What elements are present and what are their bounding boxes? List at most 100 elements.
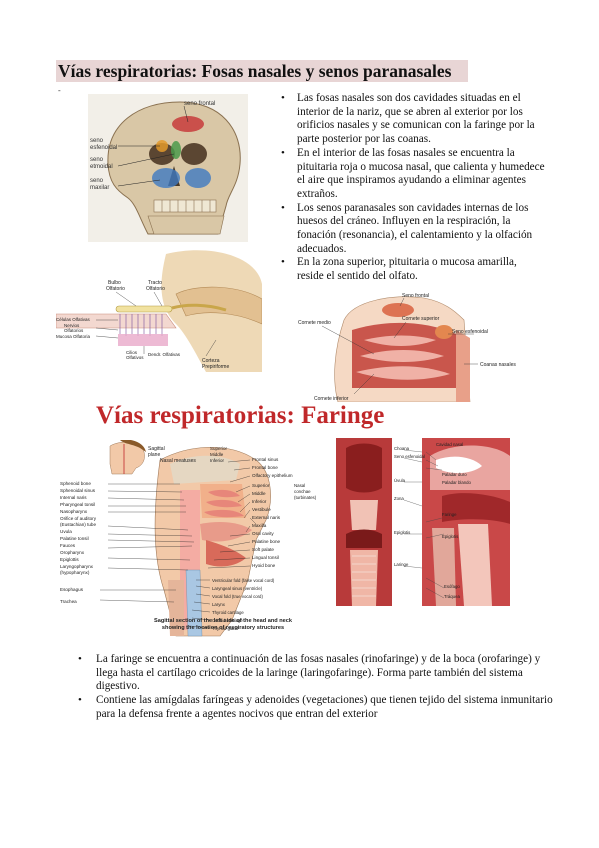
label-plane: plane <box>148 452 160 458</box>
sagittal-caption-line-2: showing the location of respiratory stru… <box>161 625 285 631</box>
label-laryngopharynx: Laryngopharynx <box>60 564 94 569</box>
label-olfatorios: Olfatorios <box>64 328 84 333</box>
label-vocal-fold: Vocal fold (true vocal cord) <box>212 594 263 599</box>
label-cricoid-cartilage: Cricoid cartilage <box>212 618 243 623</box>
label-bulbo-1: Bulbo <box>108 280 121 286</box>
label-seno-etmoidal-2: etmoidal <box>90 164 113 170</box>
sagittal-section-figure: Sagittal plane Nasal meatuses Superior M… <box>60 440 328 640</box>
label-tracto-1: Tracto <box>148 280 162 286</box>
label-thyroid-cartilage: Thyroid cartilage <box>212 610 244 615</box>
label-concha-superior: Superior <box>252 483 270 488</box>
faringe-bullet-1: La faringe se encuentra a continuación d… <box>74 653 554 694</box>
label-trachea: Trachea <box>60 599 77 604</box>
label-epiglotis-left: Epiglotis <box>394 530 410 535</box>
section-title-faringe: Vías respiratorias: Faringe <box>96 402 385 429</box>
label-olfactory-epithelium: Olfactory epithelium <box>252 473 293 478</box>
label-corteza: Corteza <box>202 358 220 364</box>
label-zona: Zona <box>394 496 404 501</box>
label-nasal-meatuses: Nasal meatuses <box>160 458 196 464</box>
label-epiglotis-right: Epiglotis <box>442 534 458 539</box>
sagittal-illustration: Sagittal plane Nasal meatuses Superior M… <box>60 440 328 640</box>
label-meatus-middle: Middle <box>210 452 224 457</box>
fosas-bullet-4: En la zona superior, pituitaria o mucosa… <box>272 256 546 283</box>
section-title-fosas: Vías respiratorias: Fosas nasales y seno… <box>56 60 468 82</box>
label-cavidad-nasal: Cavidad nasal <box>436 442 463 447</box>
label-uvula-right: Úvula <box>394 478 406 483</box>
label-uvula: Uvula <box>60 529 72 534</box>
label-epiglottis-left: Epiglottis <box>60 557 79 562</box>
label-meatus-superior: Superior <box>210 446 228 451</box>
label-internal-naris: Internal naris <box>60 495 87 500</box>
label-traquea: Tráquea <box>444 594 460 599</box>
label-sagittal: Sagittal <box>148 446 165 452</box>
label-nasal-seno-frontal: Seno frontal <box>402 293 429 299</box>
label-esophagus: Esophagus <box>60 587 84 592</box>
label-thyroid-gland: Thyroid gland <box>212 626 239 631</box>
label-seno-maxilar-2: maxilar <box>90 185 109 191</box>
label-seno-etmoidal-1: seno <box>90 157 104 163</box>
label-concha-middle: Middle <box>252 491 266 496</box>
label-nasal-conchae-1: Nasal <box>294 483 305 488</box>
label-frontal-sinus: Frontal sinus <box>252 457 279 462</box>
label-dendritas: Dendr. Olfativas <box>148 352 181 357</box>
label-external-naris: External naris <box>252 515 281 520</box>
label-bulbo-2: Olfatorio <box>106 286 125 292</box>
label-nasal-conchae-2: conchae <box>294 489 311 494</box>
label-soft-palate: Soft palate <box>252 547 274 552</box>
olfactory-figure: Bulbo Olfatorio Tracto Olfatorio Células… <box>56 244 262 372</box>
label-oral-cavity: Oral cavity <box>252 531 274 536</box>
label-oropharynx: Oropharynx <box>60 550 85 555</box>
label-hypopharynx: (hypopharynx) <box>60 570 90 575</box>
faringe-bullet-list: La faringe se encuentra a continuación d… <box>74 653 554 722</box>
label-esofago: Esófago <box>444 584 460 589</box>
fosas-bullet-1: Las fosas nasales son dos cavidades situ… <box>272 92 546 147</box>
label-fauces: Fauces <box>60 543 76 548</box>
nasal-cavity-figure: Seno frontal Cornete superior Cornete me… <box>294 290 520 402</box>
label-laryngeal-sinus: Laryngeal sinus (ventricle) <box>212 586 263 591</box>
fosas-bullet-2: En el interior de las fosas nasales se e… <box>272 147 546 202</box>
label-orifice-auditory: Orifice of auditory <box>60 516 97 521</box>
label-coanas: Coanas nasales <box>480 362 516 368</box>
label-lingual-tonsil: Lingual tonsil <box>252 555 279 560</box>
label-sphenoidal-sinus: Sphenoidal sinus <box>60 488 96 493</box>
fosas-bullet-list: Las fosas nasales son dos cavidades situ… <box>272 92 546 284</box>
sagittal-caption-line-1: Sagittal section of the left side of the… <box>153 618 292 624</box>
label-hyoid-bone: Hyoid bone <box>252 563 276 568</box>
sagittal-caption: Sagittal section of the left side of the… <box>118 618 328 632</box>
label-faringe: Faringe <box>442 512 457 517</box>
label-palatine-bone: Palatine bone <box>252 539 281 544</box>
label-tracto-2: Olfatorio <box>146 286 165 292</box>
label-seno-esfenoidal-2: esfenoidal <box>90 145 117 151</box>
label-pharyngeal-tonsil: Pharyngeal tonsil <box>60 502 95 507</box>
fosas-bullet-3: Los senos paranasales son cavidades inte… <box>272 202 546 257</box>
olfactory-illustration: Bulbo Olfatorio Tracto Olfatorio Células… <box>56 244 262 372</box>
label-seno-esfenoidal: Seno esfenoidal <box>452 329 488 335</box>
label-meatus-inferior: Inferior <box>210 458 225 463</box>
label-celulas-olfativas: Células Olfativas <box>56 317 91 322</box>
label-seno-frontal: seno frontal <box>184 101 215 107</box>
pharynx-illustration: Choana Seno esfenoidal Úvula Zona Epiglo… <box>332 438 510 606</box>
label-cornete-superior: Cornete superior <box>402 316 440 322</box>
label-sphenoid-bone: Sphenoid bone <box>60 481 91 486</box>
label-seno-esfenoidal-right: Seno esfenoidal <box>394 454 425 459</box>
label-mucosa-olfatoria: Mucosa Olfatoria <box>56 334 91 339</box>
label-seno-esfenoidal-1: seno <box>90 138 104 144</box>
label-ventricular-fold: Ventricular fold (false vocal cord) <box>212 578 275 583</box>
label-cilios: Cilios <box>126 350 138 355</box>
label-paladar-blando: Paladar blando <box>442 480 472 485</box>
label-maxilla: Maxilla <box>252 523 267 528</box>
label-prepiriforme: Prepiriforme <box>202 364 229 370</box>
skull-illustration: seno frontal seno esfenoidal seno etmoid… <box>88 94 248 242</box>
nasal-illustration: Seno frontal Cornete superior Cornete me… <box>294 290 520 402</box>
pharynx-figure: Choana Seno esfenoidal Úvula Zona Epiglo… <box>332 438 510 606</box>
label-concha-inferior: Inferior <box>252 499 267 504</box>
label-eustachian-tube: (Eustachian) tube <box>60 522 96 527</box>
label-olfativos: Olfativos <box>126 355 144 360</box>
label-vestibule: Vestibule <box>252 507 271 512</box>
label-larynx: Larynx <box>212 602 226 607</box>
label-cornete-inferior: Cornete inferior <box>314 396 349 402</box>
label-laringe: Laringe <box>394 562 409 567</box>
label-cornete-medio: Cornete medio <box>298 320 331 326</box>
label-choana: Choana <box>394 446 410 451</box>
label-nasal-conchae-3: (turbinates) <box>294 495 317 500</box>
